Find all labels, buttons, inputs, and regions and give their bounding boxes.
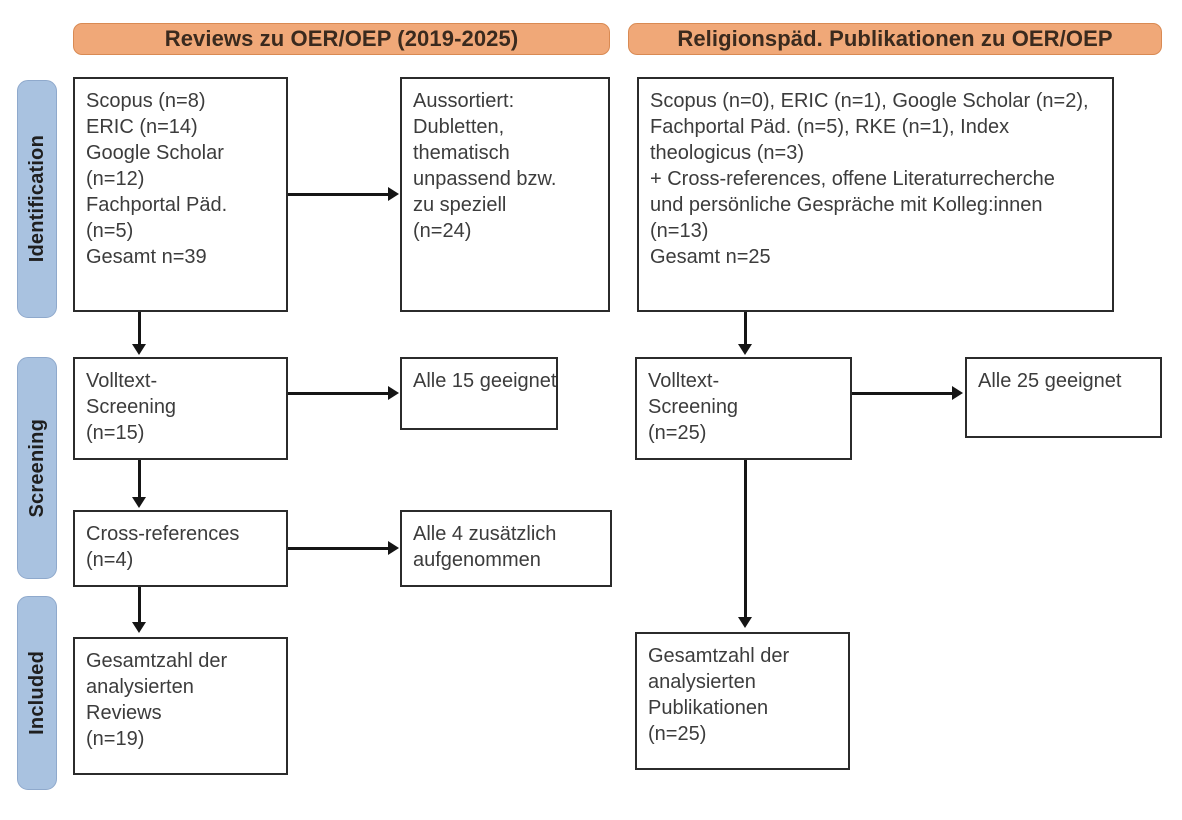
node-line: Gesamtzahl der: [86, 650, 228, 672]
node-line: Scopus (n=8): [86, 90, 206, 112]
node-line: unpassend bzw.: [413, 168, 557, 190]
column-header-left-label: Reviews zu OER/OEP (2019-2025): [164, 26, 519, 51]
connector-left-crossrefs-to-included: [138, 587, 141, 624]
node-right-identification: Scopus (n=0), ERIC (n=1), Google Scholar…: [637, 77, 1114, 312]
node-line: (n=15): [86, 422, 145, 444]
node-line: Alle 15 geeignet: [413, 370, 557, 392]
node-line: thematisch: [413, 142, 510, 164]
node-left-crossrefs: Cross-references (n=4): [73, 510, 288, 587]
node-left-excluded: Aussortiert: Dubletten, thematisch unpas…: [400, 77, 610, 312]
node-line: Gesamtzahl der: [648, 645, 790, 667]
node-line: Alle 25 geeignet: [978, 370, 1122, 392]
connector-left-screening-to-result: [288, 392, 389, 395]
arrowhead-right-screening-to-result: [952, 386, 963, 400]
node-line: Gesamt n=25: [650, 246, 771, 268]
node-line: Google Scholar: [86, 142, 224, 164]
node-line: Publikationen: [648, 697, 769, 719]
connector-right-screening-to-result: [852, 392, 953, 395]
node-left-crossrefs-result: Alle 4 zusätzlich aufgenommen: [400, 510, 612, 587]
arrowhead-right-identification-to-screening: [738, 344, 752, 355]
connector-right-identification-to-screening: [744, 312, 747, 346]
node-line: Screening: [86, 396, 177, 418]
connector-left-crossrefs-to-result: [288, 547, 389, 550]
node-line: zu speziell: [413, 194, 507, 216]
node-line: (n=12): [86, 168, 145, 190]
node-line: Scopus (n=0), ERIC (n=1), Google Scholar…: [650, 90, 1089, 112]
node-line: Alle 4 zusätzlich: [413, 523, 557, 545]
node-line: Volltext-: [86, 370, 158, 392]
stage-label-identification: Identification: [17, 80, 57, 318]
node-line: Screening: [648, 396, 739, 418]
node-left-identification: Scopus (n=8) ERIC (n=14) Google Scholar …: [73, 77, 288, 312]
node-left-screening: Volltext- Screening (n=15): [73, 357, 288, 460]
arrowhead-right-screening-to-included: [738, 617, 752, 628]
arrowhead-left-crossrefs-to-included: [132, 622, 146, 633]
node-line: aufgenommen: [413, 549, 541, 571]
node-line: und persönliche Gespräche mit Kolleg:inn…: [650, 194, 1043, 216]
column-header-right: Religionspäd. Publikationen zu OER/OEP: [628, 23, 1162, 55]
node-line: Volltext-: [648, 370, 720, 392]
connector-right-screening-to-included: [744, 460, 747, 619]
node-line: (n=5): [86, 220, 134, 242]
node-line: (n=19): [86, 728, 145, 750]
node-right-screening-result: Alle 25 geeignet: [965, 357, 1162, 438]
arrowhead-left-screening-to-crossrefs: [132, 497, 146, 508]
node-line: ERIC (n=14): [86, 116, 198, 138]
node-line: theologicus (n=3): [650, 142, 804, 164]
node-line: Aussortiert:: [413, 90, 515, 112]
node-line: Reviews: [86, 702, 162, 724]
arrowhead-left-crossrefs-to-result: [388, 541, 399, 555]
stage-label-screening: Screening: [17, 357, 57, 579]
stage-label-screening-text: Screening: [25, 418, 48, 518]
node-line: (n=13): [650, 220, 709, 242]
arrowhead-left-identification-to-excluded: [388, 187, 399, 201]
stage-label-included-text: Included: [25, 651, 48, 735]
connector-left-identification-to-screening: [138, 312, 141, 346]
node-left-included: Gesamtzahl der analysierten Reviews (n=1…: [73, 637, 288, 775]
node-line: (n=24): [413, 220, 472, 242]
node-line: + Cross-references, offene Literaturrech…: [650, 168, 1055, 190]
node-left-screening-result: Alle 15 geeignet: [400, 357, 558, 430]
stage-label-included: Included: [17, 596, 57, 790]
arrowhead-left-screening-to-result: [388, 386, 399, 400]
node-line: Dubletten,: [413, 116, 505, 138]
node-line: analysierten: [86, 676, 194, 698]
node-line: Gesamt n=39: [86, 246, 207, 268]
node-right-screening: Volltext- Screening (n=25): [635, 357, 852, 460]
node-line: (n=25): [648, 422, 707, 444]
stage-label-identification-text: Identification: [25, 135, 48, 263]
column-header-left: Reviews zu OER/OEP (2019-2025): [73, 23, 610, 55]
node-line: (n=25): [648, 723, 707, 745]
node-line: Cross-references: [86, 523, 240, 545]
arrowhead-left-identification-to-screening: [132, 344, 146, 355]
column-header-right-label: Religionspäd. Publikationen zu OER/OEP: [677, 26, 1113, 51]
node-line: Fachportal Päd.: [86, 194, 228, 216]
node-line: Fachportal Päd. (n=5), RKE (n=1), Index: [650, 116, 1010, 138]
connector-left-screening-to-crossrefs: [138, 460, 141, 499]
node-right-included: Gesamtzahl der analysierten Publikatione…: [635, 632, 850, 770]
connector-left-identification-to-excluded: [288, 193, 389, 196]
node-line: (n=4): [86, 549, 134, 571]
node-line: analysierten: [648, 671, 756, 693]
